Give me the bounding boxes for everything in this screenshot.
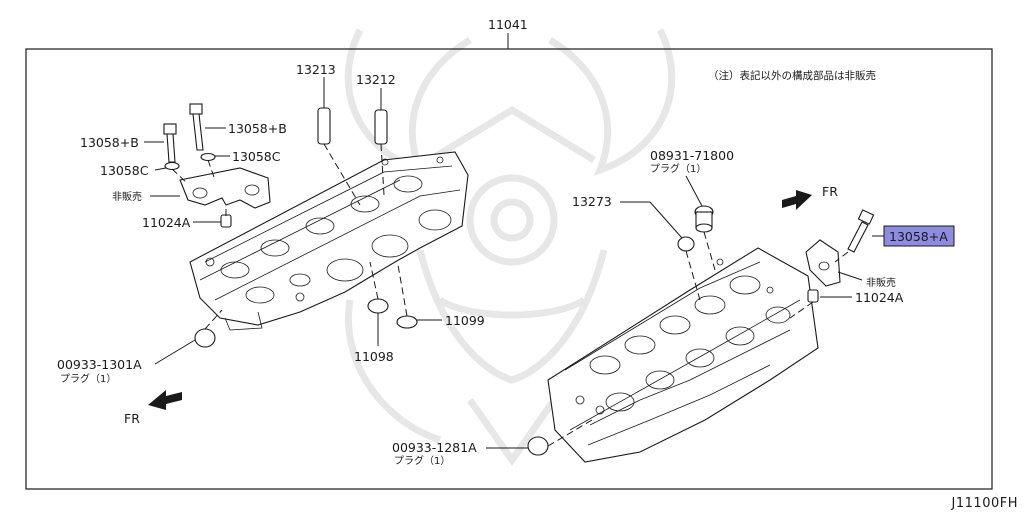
label-fr-right: FR xyxy=(822,184,838,199)
label-13212: 13212 xyxy=(356,72,396,87)
diagram-frame xyxy=(25,48,993,490)
label-plug-1281a: プラグ（1） xyxy=(394,454,450,467)
label-08931-71800: 08931-71800 xyxy=(650,148,734,163)
seal-11098 xyxy=(367,298,389,314)
guide-13213 xyxy=(317,107,331,145)
cam-bracket-left xyxy=(179,167,271,209)
labels: 11041 （注）表記以外の構成部品は非販売 13213 13212 13058… xyxy=(57,17,948,467)
label-fr-left: FR xyxy=(124,411,140,426)
label-00933-1281a: 00933-1281A xyxy=(392,440,477,455)
dowel-11024a-right xyxy=(807,289,819,303)
label-plug-1301a: プラグ（1） xyxy=(60,372,116,385)
bolt-13058b-left xyxy=(163,123,180,171)
fr-arrow-right xyxy=(782,190,812,210)
dowel-11024a-left xyxy=(220,214,232,228)
label-13058c-a: 13058C xyxy=(100,163,149,178)
label-13273: 13273 xyxy=(572,194,612,209)
label-13058c-b: 13058C xyxy=(232,149,281,164)
note-text: （注）表記以外の構成部品は非販売 xyxy=(708,69,876,82)
label-plug-08931: プラグ（1） xyxy=(650,162,706,175)
guide-13212 xyxy=(374,109,388,145)
leader-lines xyxy=(144,77,884,449)
label-11099: 11099 xyxy=(445,313,485,328)
assembly-lines xyxy=(171,143,849,447)
label-11024a-left: 11024A xyxy=(142,215,191,230)
plug-08931-71800 xyxy=(694,205,714,233)
label-13058b-a: 13058+B xyxy=(80,135,139,150)
left-cylinder-head xyxy=(189,151,469,331)
label-00933-1301a: 00933-1301A xyxy=(57,357,142,372)
label-13213: 13213 xyxy=(296,62,336,77)
fr-arrow-left xyxy=(148,390,182,410)
diagram-code: J11100FH xyxy=(951,496,1018,511)
right-cylinder-head xyxy=(547,247,819,463)
label-13058a: 13058+A xyxy=(889,229,948,244)
cam-bracket-right xyxy=(805,239,841,287)
seal-13273 xyxy=(677,236,695,252)
label-hihanbai-right: 非販売 xyxy=(866,276,896,289)
label-11024a-right: 11024A xyxy=(855,290,904,305)
label-11041: 11041 xyxy=(488,17,528,32)
label-13058b-b: 13058+B xyxy=(228,121,287,136)
label-11098: 11098 xyxy=(354,349,394,364)
plug-00933-1281a xyxy=(527,436,549,456)
bolt-13058a xyxy=(847,209,875,253)
plug-00933-1301a xyxy=(194,328,216,348)
seal-11099 xyxy=(396,315,418,329)
bolt-13058b-right xyxy=(189,103,216,162)
label-hihanbai-left: 非販売 xyxy=(112,190,142,203)
highlight-13058a xyxy=(883,225,955,247)
